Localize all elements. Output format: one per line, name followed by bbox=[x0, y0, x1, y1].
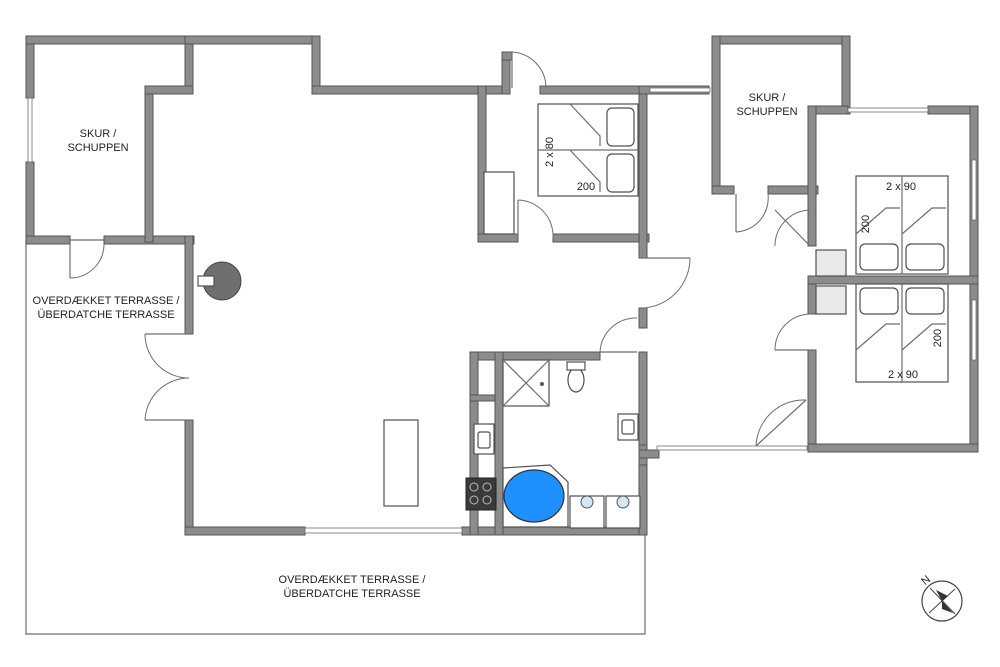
terrace-side-label-line1: OVERDÆKKET TERRASSE / bbox=[33, 295, 181, 307]
bottom-right-bed-length: 200 bbox=[932, 329, 944, 347]
shed-left-label-line2: SCHUPPEN bbox=[67, 142, 128, 154]
windows bbox=[27, 87, 977, 534]
dining-table bbox=[383, 419, 419, 507]
double-bed-width: 2 x 80 bbox=[544, 137, 556, 167]
walls bbox=[25, 35, 979, 536]
twin-beds-room-2 bbox=[815, 175, 949, 277]
fireplace-icon bbox=[197, 261, 242, 301]
top-right-bed-width: 2 x 90 bbox=[886, 181, 916, 193]
shed-right-label-line2: SCHUPPEN bbox=[736, 106, 797, 118]
twin-beds-room-3 bbox=[815, 283, 949, 383]
terrace-bottom-label-line1: OVERDÆKKET TERRASSE / bbox=[279, 574, 427, 586]
terrace-side-label-line2: ÜBERDATCHE TERRASSE bbox=[37, 309, 174, 321]
kitchen bbox=[465, 423, 497, 511]
doors bbox=[69, 51, 811, 447]
double-bed-length: 200 bbox=[577, 181, 595, 193]
shed-right-label-line1: SKUR / bbox=[749, 92, 787, 104]
bottom-right-bed-width: 2 x 90 bbox=[888, 369, 918, 381]
shed-left-label-line1: SKUR / bbox=[80, 128, 118, 140]
top-right-bed-length: 200 bbox=[860, 215, 872, 233]
double-bed-room-1 bbox=[483, 103, 639, 235]
room-labels: SKUR / SCHUPPEN SKUR / SCHUPPEN OVERDÆKK… bbox=[33, 92, 798, 600]
terrace-bottom-label-line2: ÜBERDATCHE TERRASSE bbox=[283, 588, 420, 600]
bathtub-icon bbox=[503, 469, 565, 523]
stove-icon bbox=[465, 477, 497, 511]
bed-dimension-labels: 2 x 80 200 2 x 90 200 2 x 90 200 bbox=[544, 137, 944, 381]
compass-icon: N bbox=[919, 574, 963, 622]
bathroom-fixtures bbox=[502, 359, 641, 529]
